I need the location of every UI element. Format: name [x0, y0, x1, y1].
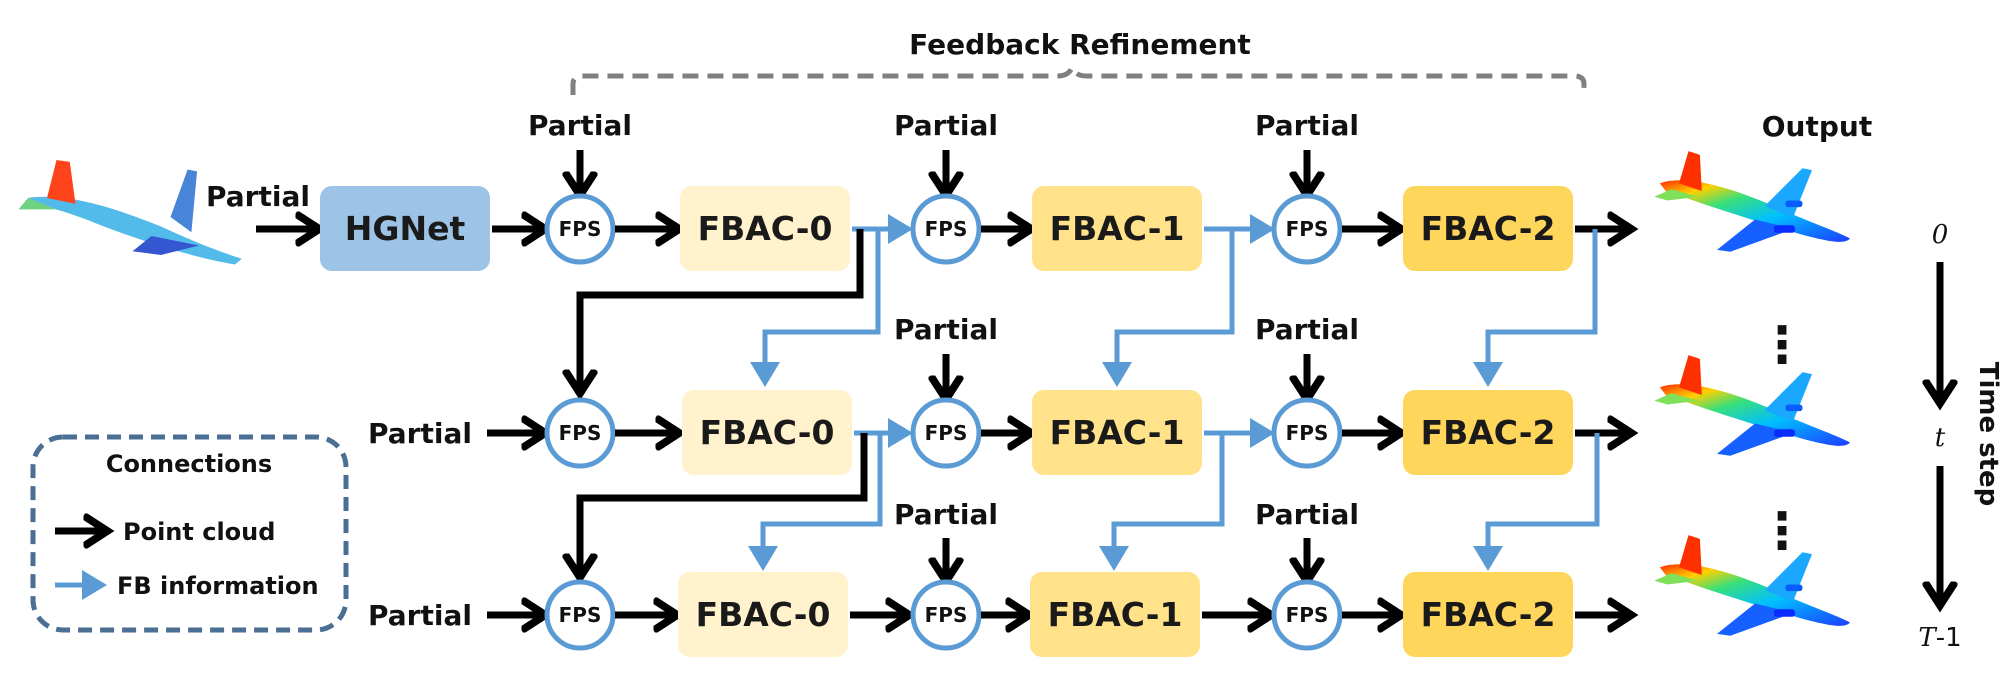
legend-point-cloud-label: Point cloud [123, 518, 275, 546]
input-airplane-point-cloud-icon [18, 160, 242, 265]
fps-label-r1c2: FPS [925, 217, 968, 241]
time-step-last-suffix: -1 [1936, 623, 1962, 653]
fbac0-box-r3 [678, 572, 848, 657]
time-step-zero: 0 [1932, 220, 1949, 250]
legend-box [30, 434, 349, 633]
row2-partial-label-2: Partial [894, 313, 998, 346]
output-airplane-icon-r3 [1654, 535, 1850, 636]
fbac2-box-r3 [1403, 572, 1573, 657]
output-airplane-icon-r1 [1654, 151, 1850, 252]
fps-node-r3c3 [1271, 579, 1343, 651]
fps-label-r3c2: FPS [925, 603, 968, 627]
fb-r1-fbac2-to-r2-fbac2 [1473, 229, 1598, 387]
fbac2-label-r1: FBAC-2 [1421, 209, 1556, 248]
fb-r1-fbac0-to-r2-fbac0 [750, 229, 881, 387]
fps-label-r3c3: FPS [1286, 603, 1329, 627]
time-step-label: Time step [1973, 362, 2002, 507]
fps-node-r3c2 [910, 579, 982, 651]
row1-input-partial-label: Partial [206, 180, 310, 213]
fbac1-box-r2 [1032, 390, 1202, 475]
output-label: Output [1762, 110, 1872, 143]
fbac1-label-r1: FBAC-1 [1050, 209, 1185, 248]
fb-r2-fbac1-to-r3-fbac1 [1099, 433, 1225, 571]
fps-node-r2c2 [910, 397, 982, 469]
output-dots-2: ⋮ [1757, 502, 1807, 560]
arrow-r1-fbac0-to-r2-fps1 [580, 229, 864, 392]
fps-label-r1c1: FPS [559, 217, 602, 241]
time-step-t: t [1935, 423, 1946, 453]
fps-label-r2c1: FPS [559, 421, 602, 445]
output-dots-1: ⋮ [1757, 316, 1807, 374]
time-step-last: T-1 [1918, 623, 1961, 653]
fbac1-box-r3 [1030, 572, 1200, 657]
row1-partial-label-2: Partial [894, 109, 998, 142]
fbac1-label-r2: FBAC-1 [1050, 413, 1185, 452]
fbac2-label-r3: FBAC-2 [1421, 595, 1556, 634]
fbac2-box-r1 [1403, 186, 1573, 271]
fbac0-label-r3: FBAC-0 [696, 595, 831, 634]
time-step-last-var: T [1918, 623, 1937, 653]
fps-node-r2c3 [1271, 397, 1343, 469]
fb-r1-fbac1-to-r2-fbac1 [1102, 229, 1235, 387]
arrow-r2-fbac0-to-r3-fps1 [580, 433, 868, 576]
row2-partial-label-3: Partial [1255, 313, 1359, 346]
fps-node-r3c1 [544, 579, 616, 651]
fbac0-box-r1 [680, 186, 850, 271]
fbac2-label-r2: FBAC-2 [1421, 413, 1556, 452]
fbac2-box-r2 [1403, 390, 1573, 475]
feedback-brace [570, 62, 1587, 95]
fps-label-r1c3: FPS [1286, 217, 1329, 241]
row3-input-partial-label: Partial [368, 599, 472, 632]
fbac0-label-r2: FBAC-0 [700, 413, 835, 452]
fps-node-r1c3 [1271, 193, 1343, 265]
fps-label-r2c3: FPS [1286, 421, 1329, 445]
fps-label-r2c2: FPS [925, 421, 968, 445]
fps-node-r1c1 [544, 193, 616, 265]
hgnet-label: HGNet [345, 209, 466, 248]
fbac0-box-r2 [682, 390, 852, 475]
row1-partial-label-1: Partial [528, 109, 632, 142]
fbac0-label-r1: FBAC-0 [698, 209, 833, 248]
output-airplane-icon-r2 [1654, 355, 1850, 456]
row3-partial-label-3: Partial [1255, 498, 1359, 531]
row2-input-partial-label: Partial [368, 417, 472, 450]
legend-fb-info-label: FB information [117, 572, 319, 600]
fps-label-r3c1: FPS [559, 603, 602, 627]
row3-partial-label-2: Partial [894, 498, 998, 531]
fps-node-r2c1 [544, 397, 616, 469]
row1-partial-label-3: Partial [1255, 109, 1359, 142]
fbac1-label-r3: FBAC-1 [1048, 595, 1183, 634]
diagram-title: Feedback Refinement [909, 28, 1251, 61]
fps-node-r1c2 [910, 193, 982, 265]
fbac1-box-r1 [1032, 186, 1202, 271]
fb-r2-fbac2-to-r3-fbac2 [1473, 433, 1600, 571]
fb-r2-fbac0-to-r3-fbac0 [748, 433, 883, 571]
legend-title: Connections [106, 450, 272, 478]
hgnet-box [320, 186, 490, 271]
